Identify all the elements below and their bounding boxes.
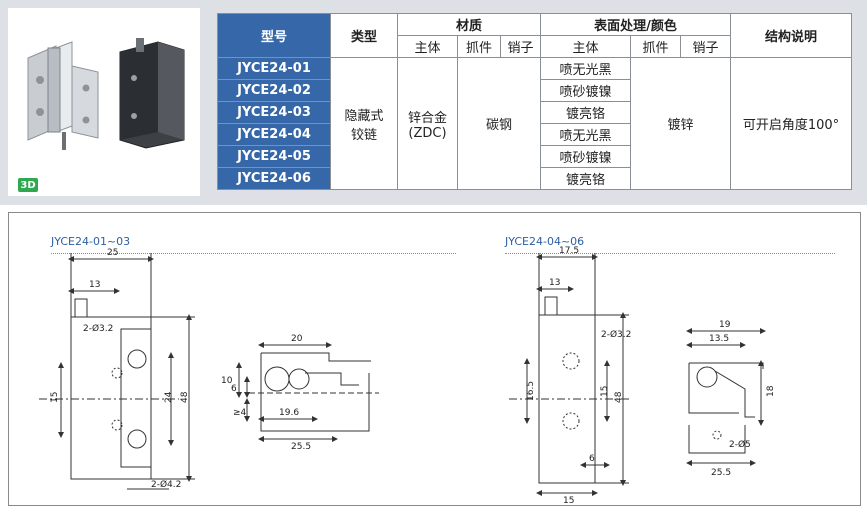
dim-r-175: 17.5 (559, 246, 579, 256)
sub-main-surface: 主体 (540, 35, 631, 58)
dim-l-s255: 25.5 (291, 442, 311, 452)
hinge-left-image (27, 41, 99, 150)
hinge-photo-illustration (27, 38, 185, 150)
dim-l-25: 25 (107, 248, 118, 258)
dim-r-s255: 25.5 (711, 468, 731, 478)
dim-l-13: 13 (89, 280, 100, 290)
dim-r-48: 48 (614, 391, 624, 403)
dim-r-hole: 2-Ø3.2 (601, 329, 631, 340)
dim-r-s135: 13.5 (709, 334, 729, 344)
left-side-view (236, 342, 379, 442)
dim-l-15: 15 (50, 392, 60, 403)
drawing-left-rule (51, 253, 456, 254)
dim-l-bottom-hole: 2-Ø4.2 (151, 479, 181, 490)
sub-pin: 销子 (500, 35, 541, 58)
spec-table: 型号 类型 材质 表面处理/颜色 结构说明 主体 抓件 销子 主体 抓件 销子 … (217, 13, 852, 190)
dim-r-s19: 19 (719, 320, 731, 330)
badge-3d[interactable]: 3D (18, 178, 38, 192)
header-type: 类型 (330, 13, 398, 58)
right-front-view (509, 253, 629, 496)
type-line-1: 隐藏式 (344, 108, 384, 124)
hinge-right-image (119, 38, 185, 149)
dim-r-s5: 2-Ø5 (729, 439, 751, 450)
dim-r-15: 15 (600, 386, 610, 397)
sub-handle: 抓件 (457, 35, 501, 58)
dim-r-165: 16.5 (526, 381, 536, 401)
right-side-view (686, 328, 766, 466)
dim-l-s10: 10 (221, 376, 233, 386)
model-cell: JYCE24-05 (217, 145, 331, 168)
surface-cell: 喷砂镀镍 (540, 79, 631, 102)
sub-pin-surface: 销子 (680, 35, 731, 58)
sub-handle-surface: 抓件 (630, 35, 681, 58)
structure-cell: 可开启角度100° (730, 57, 852, 190)
material-line-1: 锌合金 (407, 110, 447, 126)
model-cell: JYCE24-04 (217, 123, 331, 146)
drawing-right-rule (505, 253, 835, 254)
product-header-panel: 3D 型号 类型 材质 表面处理/颜色 结构说明 主体 抓件 销子 主体 抓件 … (0, 0, 867, 205)
dim-r-13: 13 (549, 278, 560, 288)
dim-l-hole: 2-Ø3.2 (83, 323, 113, 334)
surface-cell: 镀亮铬 (540, 167, 631, 190)
dim-l-s4: ≥4 (233, 408, 247, 418)
model-cell: JYCE24-01 (217, 57, 331, 80)
material-line-2: (ZDC) (408, 125, 447, 141)
header-model: 型号 (217, 13, 331, 58)
drawing-canvas: 25 13 2-Ø3.2 15 24 48 2-Ø4.2 20 10 6 ≥4 … (39, 246, 776, 505)
dim-l-s20: 20 (291, 334, 303, 344)
dim-l-24: 24 (164, 391, 174, 403)
surface-cell: 喷无光黑 (540, 57, 631, 80)
type-line-2: 铰链 (350, 127, 377, 143)
sub-main: 主体 (397, 35, 458, 58)
surface-cell: 喷砂镀镍 (540, 145, 631, 168)
header-structure: 结构说明 (730, 13, 852, 58)
dim-r-6: 6 (589, 454, 595, 464)
dim-l-s196: 19.6 (279, 408, 299, 418)
material-main-cell: 锌合金(ZDC) (397, 57, 458, 190)
model-cell: JYCE24-06 (217, 167, 331, 190)
model-cell: JYCE24-03 (217, 101, 331, 124)
surface-cell: 喷无光黑 (540, 123, 631, 146)
dim-l-s6: 6 (231, 384, 237, 394)
drawing-right-title: JYCE24-04~06 (505, 235, 585, 248)
surface-cell: 镀亮铬 (540, 101, 631, 124)
drawing-left-title: JYCE24-01~03 (51, 235, 131, 248)
model-cell: JYCE24-02 (217, 79, 331, 102)
material-pin-cell: 碳钢 (457, 57, 541, 190)
technical-drawing-panel: JYCE24-01~03 JYCE24-04~06 (8, 212, 861, 506)
surface-other-cell: 镀锌 (630, 57, 731, 190)
type-cell: 隐藏式铰链 (330, 57, 398, 190)
header-surface: 表面处理/颜色 (540, 13, 731, 36)
dim-r-s18: 18 (766, 385, 776, 397)
dim-l-48: 48 (180, 391, 190, 403)
product-photo: 3D (8, 8, 200, 196)
header-material: 材质 (397, 13, 541, 36)
left-front-view (39, 253, 195, 490)
dim-r-15b: 15 (563, 496, 574, 505)
